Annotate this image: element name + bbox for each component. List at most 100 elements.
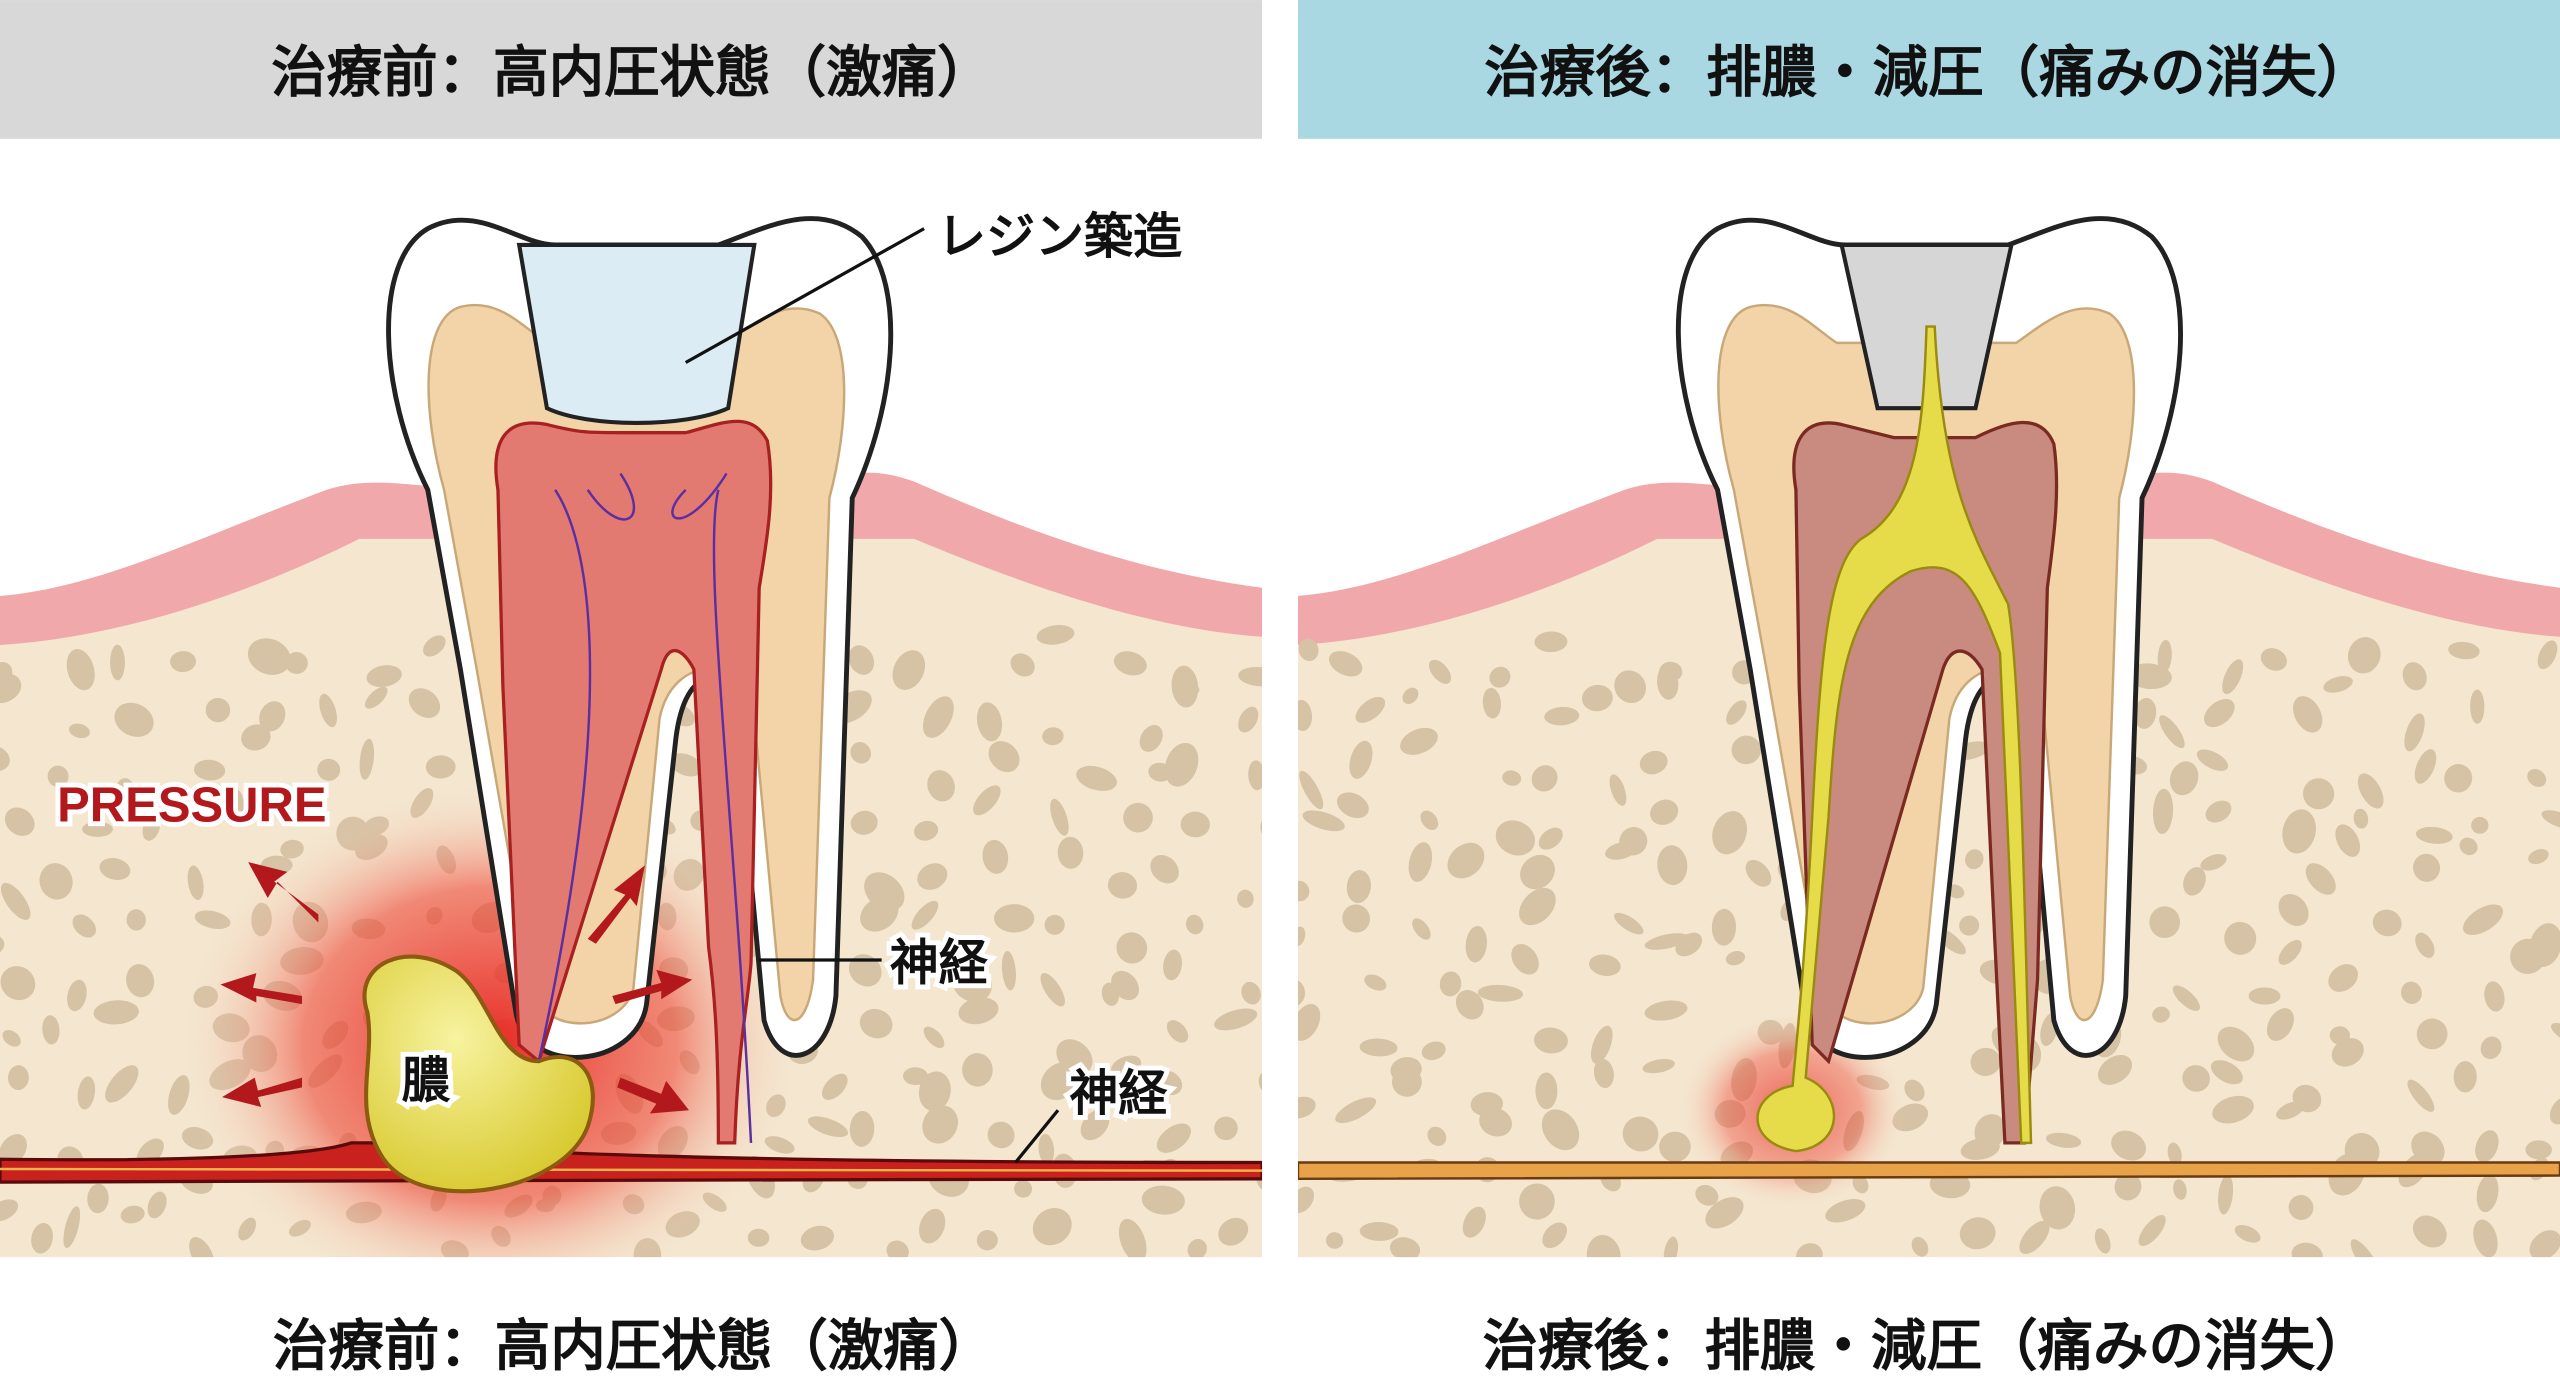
bone-spot [2045,1132,2082,1148]
bone-spot [7,1065,29,1091]
bone-spot [1238,706,1259,733]
bone-spot [2331,1038,2364,1067]
bone-spot [147,1191,167,1219]
bone-spot [1359,1038,1398,1057]
bone-spot [2476,1174,2499,1213]
bone-spot [1267,1060,1299,1099]
bone-spot [800,1225,834,1251]
bone-spot [1705,1197,1744,1229]
bone-spot [116,778,134,797]
bone-spot [359,738,375,780]
nerve-leader-line-2 [1014,1109,1060,1164]
bone-spot [1420,810,1439,831]
bone-spot [994,904,1035,933]
bone-spot [1237,889,1254,908]
bone-spot [1141,1185,1185,1215]
nerve-label-1: 神経 [890,935,989,992]
bone-spot [1014,1179,1033,1198]
bone-spot [1695,1184,1719,1206]
bone-spot [2153,788,2174,835]
bone-spot [962,1053,993,1087]
bone-spot [1355,696,1386,723]
bone-spot [1663,1236,1679,1258]
bone-spot [1299,770,1324,810]
bone-spot [1911,1236,1929,1257]
bone-spot [2217,1026,2255,1062]
bone-spot [1533,1027,1568,1054]
bone-spot [66,649,95,691]
bone-spot [2169,761,2199,796]
bone-spot [63,1206,81,1249]
bone-spot [1421,1041,1446,1061]
bone-spot [189,1237,215,1258]
bone-spot [982,839,1009,874]
bone-spot [2416,1018,2448,1050]
bone-spot [2453,1061,2477,1093]
bone-spot [1590,1025,1613,1064]
bone-spot [1248,760,1263,791]
bone-spot [2473,1219,2498,1258]
bone-spot [105,1065,139,1103]
bone-spot [1502,770,1522,786]
bone-spot [1180,811,1210,838]
bone-spot [2412,1215,2447,1248]
bone-spot [2097,1054,2133,1085]
bone-spot [1659,1131,1691,1163]
bone-spot [2111,1130,2146,1161]
bone-spot [408,688,441,718]
bone-spot [1123,802,1153,833]
bone-spot [1489,666,1511,688]
bone-spot [1328,651,1363,677]
bone-spot [1040,1062,1079,1101]
bone-spot [911,900,939,930]
bone-spot [126,964,155,998]
bone-spot [886,1240,909,1258]
bone-spot [976,702,1003,742]
bone-spot [1297,699,1313,731]
bone-spot [2276,1101,2305,1120]
bone-spot [1342,904,1370,933]
bone-spot [1325,1232,1344,1249]
bone-spot [1337,792,1369,819]
bone-spot [2159,715,2185,749]
bone-spot [319,693,337,728]
bone-spot [183,787,214,816]
resin-core [516,242,757,425]
bone-spot [903,1067,929,1086]
bone-spot [1050,798,1069,836]
bone-spot [1163,949,1183,981]
bone-spot [1187,1239,1207,1258]
bone-spot [1297,926,1306,947]
bone-spot [423,635,446,657]
bone-spot [1427,1126,1447,1146]
bone-spot [923,1026,945,1049]
bone-spot [952,965,992,1003]
bone-spot [1970,1047,2001,1076]
bone-spot [2212,1095,2254,1124]
after-illustration [1267,138,2560,1258]
bone-spot [958,997,999,1025]
bone-spot [2303,778,2335,810]
bone-spot [1101,982,1119,1006]
pus-drainage [1756,325,2033,1153]
bone-spot [2537,640,2558,670]
bone-spot [1256,1162,1263,1196]
bone-spot [1261,872,1301,903]
bone-spot [1731,735,1761,765]
bone-spot [2293,696,2323,733]
bone-spot [848,954,882,987]
bone-spot [1959,915,1980,936]
bone-spot [2291,1242,2323,1258]
bone-spot [2134,697,2157,729]
bone-spot [47,765,69,788]
bone-spot [1241,981,1261,1005]
bone-spot [1359,1222,1399,1241]
blood-vessels [537,472,753,1143]
nerve-label-2: 神経 [1069,1065,1168,1122]
bone-spot [2407,1079,2435,1112]
bone-spot [1032,1207,1072,1246]
bone-spot [1402,687,1419,705]
bone-spot [1538,827,1563,850]
bone-spot [2462,904,2504,935]
